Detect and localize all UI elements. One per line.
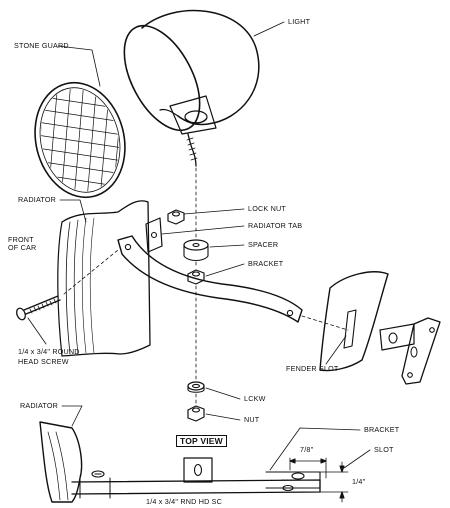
label-slot: SLOT [374, 445, 394, 454]
fender-bracket [380, 318, 440, 384]
round-head-screw [15, 296, 60, 321]
stone-guard [23, 73, 136, 207]
label-lckw: LCKW [244, 394, 266, 403]
label-dim-1-4: 1/4" [352, 477, 366, 486]
label-stone-guard: STONE GUARD [14, 41, 69, 50]
label-screw-line1: 1/4 x 3/4" ROUND [18, 347, 80, 356]
label-radiator-top: RADIATOR [18, 195, 57, 204]
label-radiator-bottom: RADIATOR [20, 401, 59, 410]
label-front-of-car: FRONT OF CAR [8, 235, 37, 252]
label-nut: NUT [244, 415, 260, 424]
label-bracket-bottom: BRACKET [364, 425, 400, 434]
radiator-side [58, 201, 150, 356]
lock-nut [168, 210, 184, 224]
spacer [184, 240, 208, 261]
label-light: LIGHT [288, 17, 311, 26]
label-bracket-top: BRACKET [248, 259, 284, 268]
radiator-tab [146, 218, 162, 252]
label-top-view: TOP VIEW [176, 435, 227, 447]
fender-piece [320, 272, 388, 371]
label-screw-line2: HEAD SCREW [18, 357, 69, 366]
lock-washer [188, 382, 204, 392]
label-spacer: SPACER [248, 240, 279, 249]
curved-bracket [118, 236, 302, 322]
label-rnd-hd-sc: 1/4 x 3/4" RND HD SC [146, 497, 223, 506]
assembly-center-lines [64, 168, 348, 404]
top-view-assembly [40, 422, 348, 502]
label-fender-slot: FENDER SLOT [286, 364, 339, 373]
leader-lines [28, 22, 370, 470]
bottom-nut [188, 406, 204, 421]
light-housing [109, 11, 259, 166]
label-radiator-tab: RADIATOR TAB [248, 221, 303, 230]
label-dim-7-8: 7/8" [300, 445, 314, 454]
label-lock-nut: LOCK NUT [248, 204, 286, 213]
